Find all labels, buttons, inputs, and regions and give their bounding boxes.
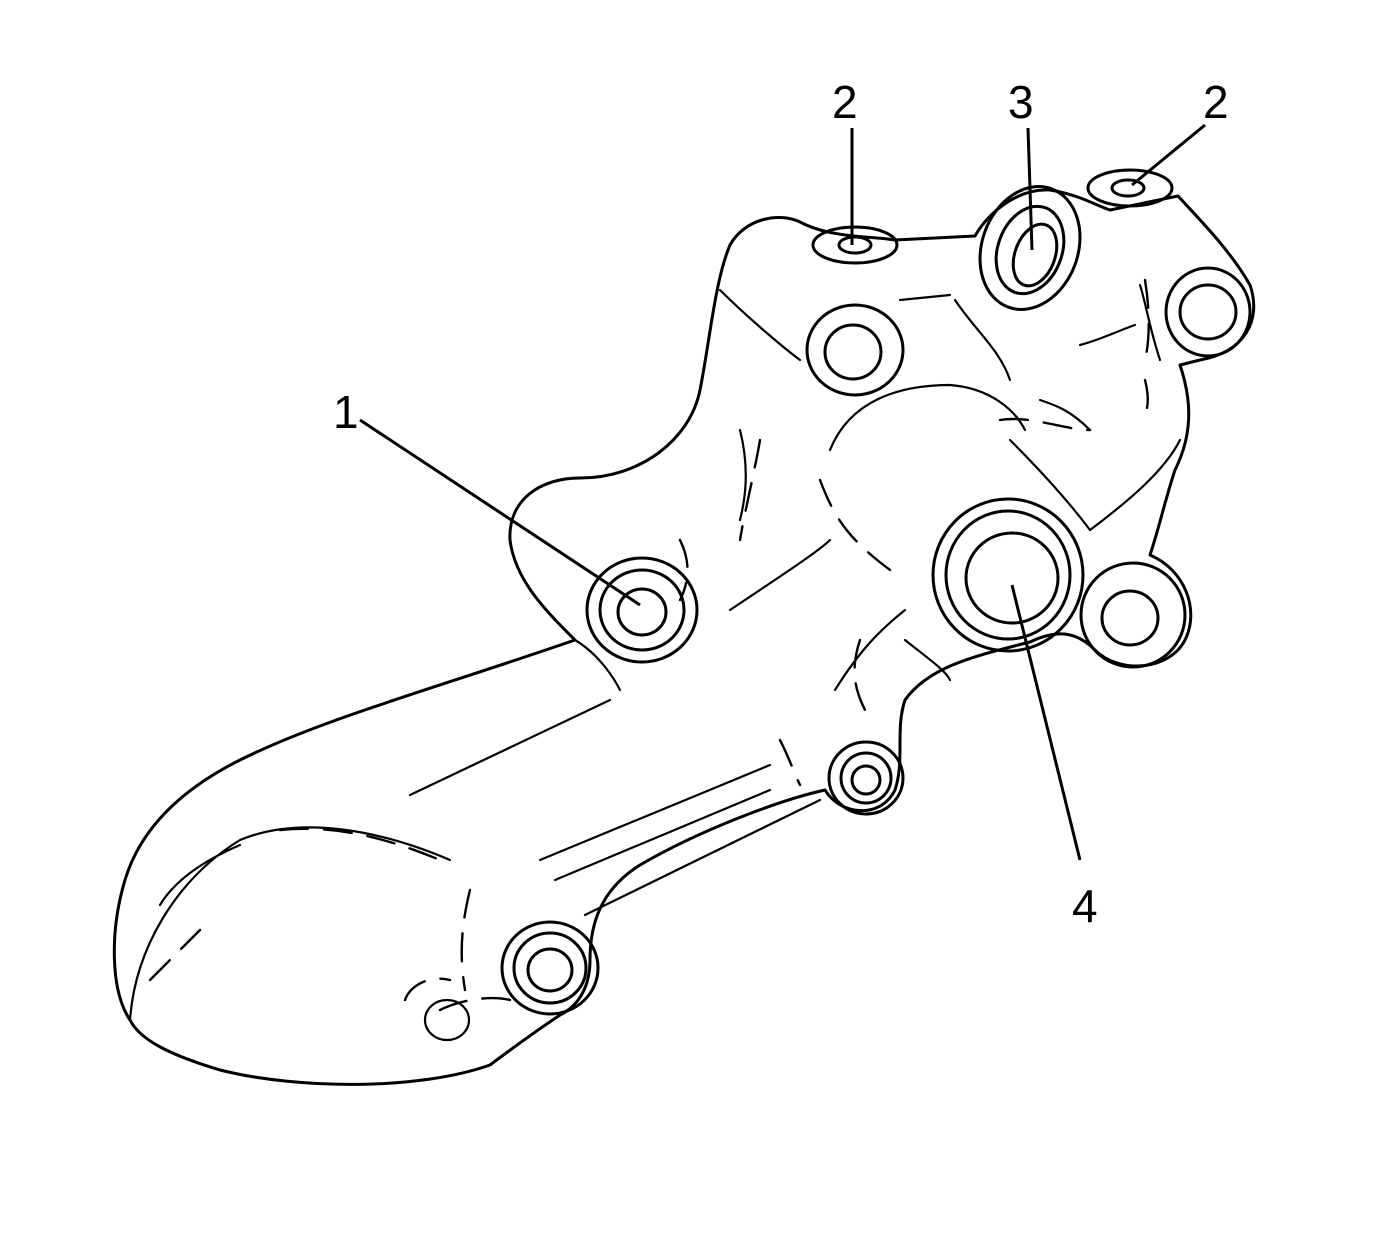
hole-heel-small xyxy=(423,998,471,1042)
mounting-holes xyxy=(423,168,1252,1042)
callout-labels: 1 2 3 2 4 xyxy=(333,76,1229,932)
hole-right-lower xyxy=(1079,561,1187,669)
hole-upper-boss xyxy=(805,303,905,397)
hole-center-lower xyxy=(827,740,905,816)
hole-item3-boss xyxy=(978,185,1082,311)
hidden-edges xyxy=(148,278,1150,1012)
leader-line-1 xyxy=(359,418,641,607)
callout-1: 1 xyxy=(333,386,359,438)
callout-3: 3 xyxy=(1008,76,1034,128)
bracket-outline xyxy=(112,188,1256,1086)
callout-2-right: 2 xyxy=(1203,76,1229,128)
hole-top-right xyxy=(1086,168,1174,208)
callout-4: 4 xyxy=(1072,880,1098,932)
hole-heel-boss xyxy=(500,920,600,1016)
hole-item4-boss xyxy=(931,497,1085,653)
leader-line-2b xyxy=(1131,123,1206,187)
leader-lines xyxy=(359,123,1206,861)
hole-right-upper xyxy=(1164,266,1252,358)
hole-top-left xyxy=(811,225,899,265)
callout-2-left: 2 xyxy=(832,76,858,128)
leader-line-3 xyxy=(1026,127,1034,251)
leader-line-4 xyxy=(1010,584,1082,861)
hole-left-boss xyxy=(585,556,699,664)
